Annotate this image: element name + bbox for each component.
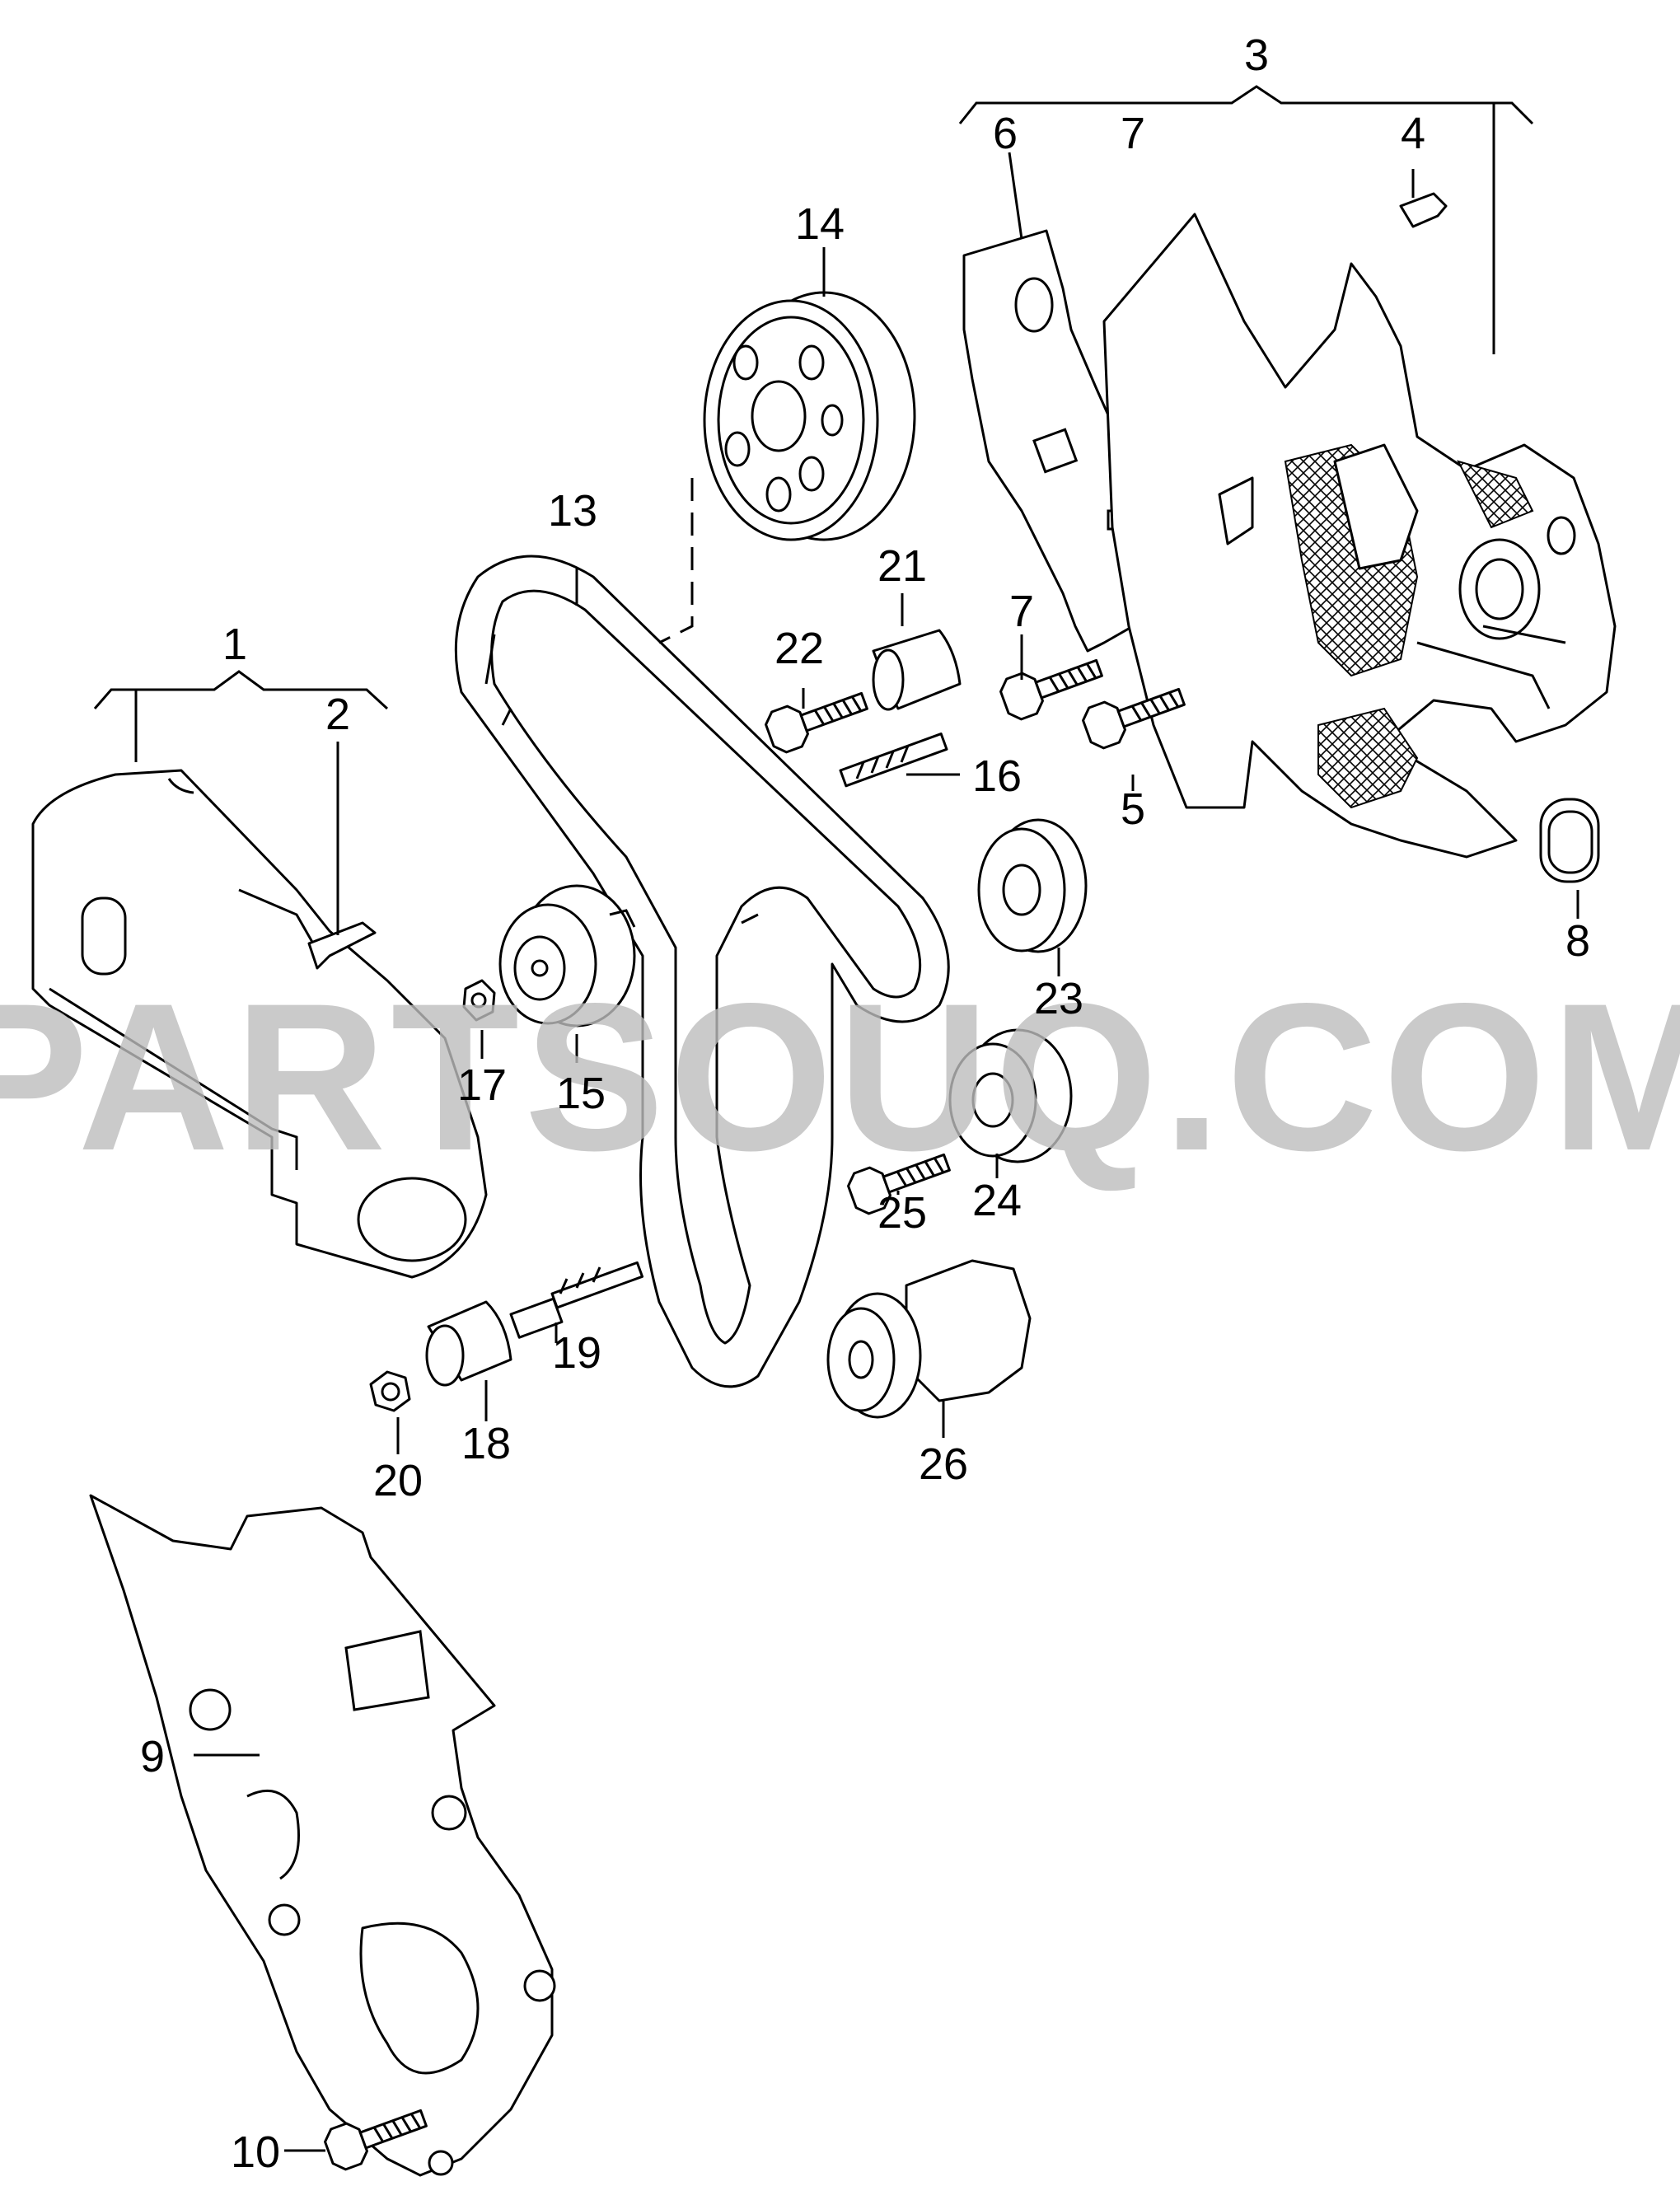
callout-7-top: 7 (1121, 109, 1145, 158)
belt-tensioner (498, 884, 636, 1027)
callout-19: 19 (552, 1328, 601, 1378)
crankshaft-sprocket (977, 818, 1088, 953)
sleeve-bolt (760, 679, 873, 757)
callout-2: 2 (325, 690, 350, 739)
callout-1: 1 (222, 620, 247, 669)
callout-4: 4 (1401, 109, 1425, 158)
callout-24: 24 (972, 1176, 1022, 1225)
callout-16: 16 (972, 751, 1022, 801)
watermark: PARTSOUQ.COM (0, 960, 1680, 1195)
callout-14: 14 (795, 199, 845, 249)
spacer-sleeve (872, 629, 962, 711)
cover-clip-right (1399, 192, 1448, 228)
callout-18: 18 (461, 1419, 511, 1468)
cover-clip (307, 921, 377, 970)
callout-17: 17 (457, 1060, 507, 1110)
callout-13: 13 (548, 486, 597, 536)
bracket-3 (958, 85, 1534, 125)
callout-6: 6 (993, 109, 1018, 158)
callout-15: 15 (556, 1069, 606, 1118)
callout-8: 8 (1565, 916, 1590, 966)
rear-cover-panel-main (1102, 213, 1617, 859)
callout-20: 20 (373, 1456, 423, 1505)
idler-pulley (948, 1028, 1073, 1163)
callout-7-bolt: 7 (1009, 587, 1034, 636)
callout-3: 3 (1244, 30, 1269, 80)
callout-22: 22 (774, 624, 824, 673)
callout-25: 25 (877, 1188, 927, 1238)
bracket-1 (93, 670, 389, 710)
sealing-plug (1539, 798, 1600, 883)
water-pump (826, 1259, 1032, 1419)
upper-timing-cover (31, 769, 488, 1279)
lower-timing-cover (89, 1494, 556, 2177)
callout-26: 26 (919, 1439, 968, 1489)
tensioner-nut (462, 979, 496, 1022)
callout-23: 23 (1034, 974, 1083, 1023)
callout-5: 5 (1121, 784, 1145, 834)
camshaft-sprocket (703, 291, 916, 541)
callout-21: 21 (877, 541, 927, 591)
tensioner-stud (839, 733, 948, 788)
guide-roller (425, 1297, 564, 1387)
leader-lines (194, 152, 1579, 2152)
roller-nut (369, 1370, 411, 1412)
callout-10: 10 (231, 2127, 280, 2177)
callout-9: 9 (140, 1732, 165, 1781)
roller-stud (550, 1261, 644, 1309)
timing-belt (454, 555, 950, 1388)
